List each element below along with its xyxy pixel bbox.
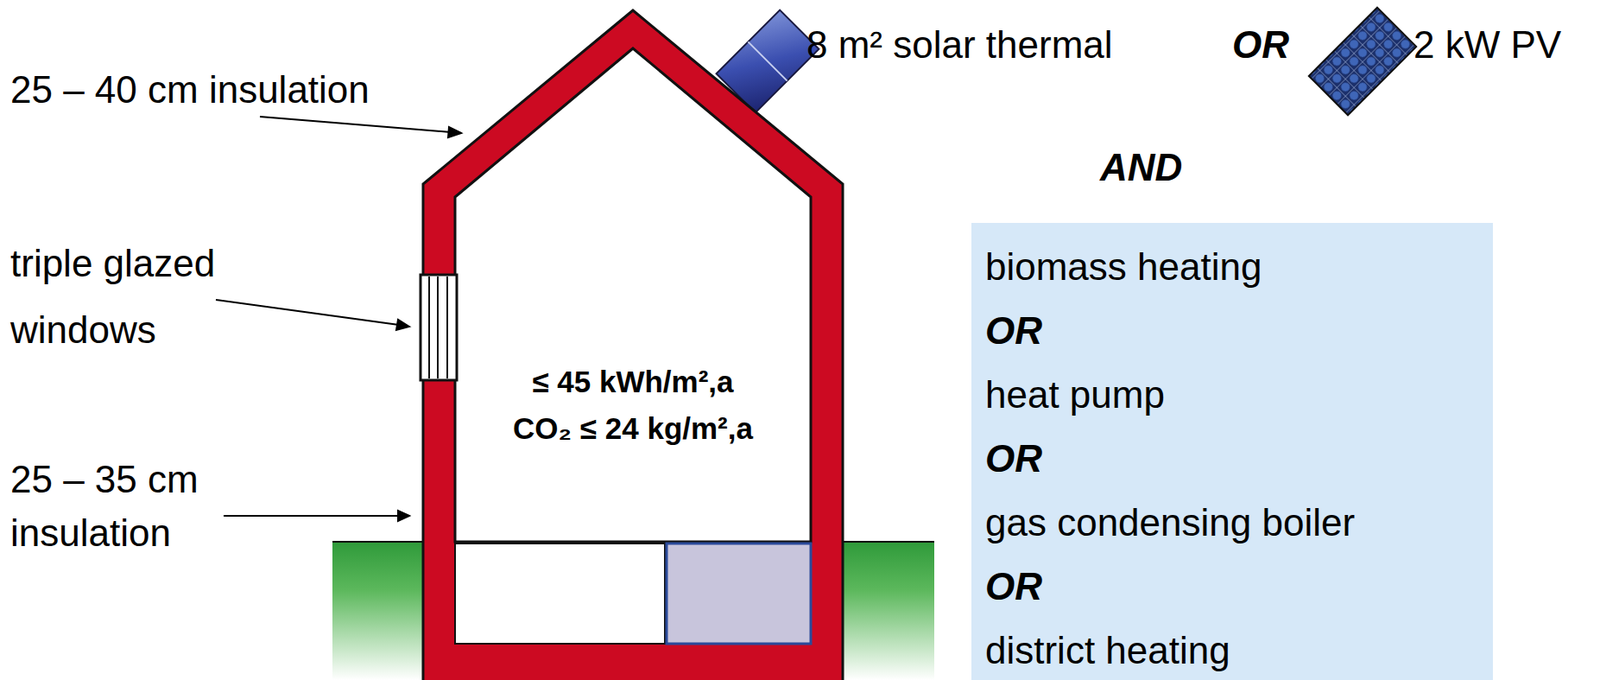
- heating-option: heat pump: [985, 362, 1476, 427]
- pv-panel-icon: [1309, 7, 1417, 115]
- house-outline: ≤ 45 kWh/m²,aCO₂ ≤ 24 kg/m²,a: [423, 10, 843, 680]
- ground: [842, 541, 935, 680]
- glass-pane: [446, 276, 449, 379]
- annotation-label: AND: [1100, 145, 1183, 190]
- connector-word: OR: [985, 554, 1476, 619]
- heating-options-box: biomass heatingORheat pumpORgas condensi…: [971, 222, 1493, 680]
- performance-value: CO₂ ≤ 24 kg/m²,a: [457, 409, 809, 448]
- annotation-label: 8 m² solar thermal: [806, 22, 1114, 68]
- heating-option: biomass heating: [985, 234, 1476, 299]
- technical-room: [666, 543, 811, 644]
- house-shape: [423, 10, 843, 680]
- glass-pane: [436, 276, 439, 379]
- heating-option: gas condensing boiler: [985, 490, 1476, 555]
- heating-option: district heating: [985, 618, 1476, 680]
- annotation-label: triple glazed windows: [10, 229, 287, 363]
- connector-word: OR: [985, 298, 1476, 363]
- annotation-label: 25 – 35 cm insulation: [10, 452, 261, 560]
- window-symbol: [420, 274, 457, 380]
- living-space: [455, 48, 811, 542]
- insulated-envelope: [423, 10, 843, 680]
- annotation-label: 25 – 40 cm insulation: [10, 67, 370, 113]
- performance-value: ≤ 45 kWh/m²,a: [457, 362, 809, 401]
- glass-pane: [428, 276, 431, 379]
- annotation-label: 2 kW PV: [1413, 22, 1562, 68]
- connector-word: OR: [985, 426, 1476, 491]
- basement-room: [455, 543, 665, 644]
- annotation-label: OR: [1232, 22, 1290, 68]
- ground: [332, 541, 424, 680]
